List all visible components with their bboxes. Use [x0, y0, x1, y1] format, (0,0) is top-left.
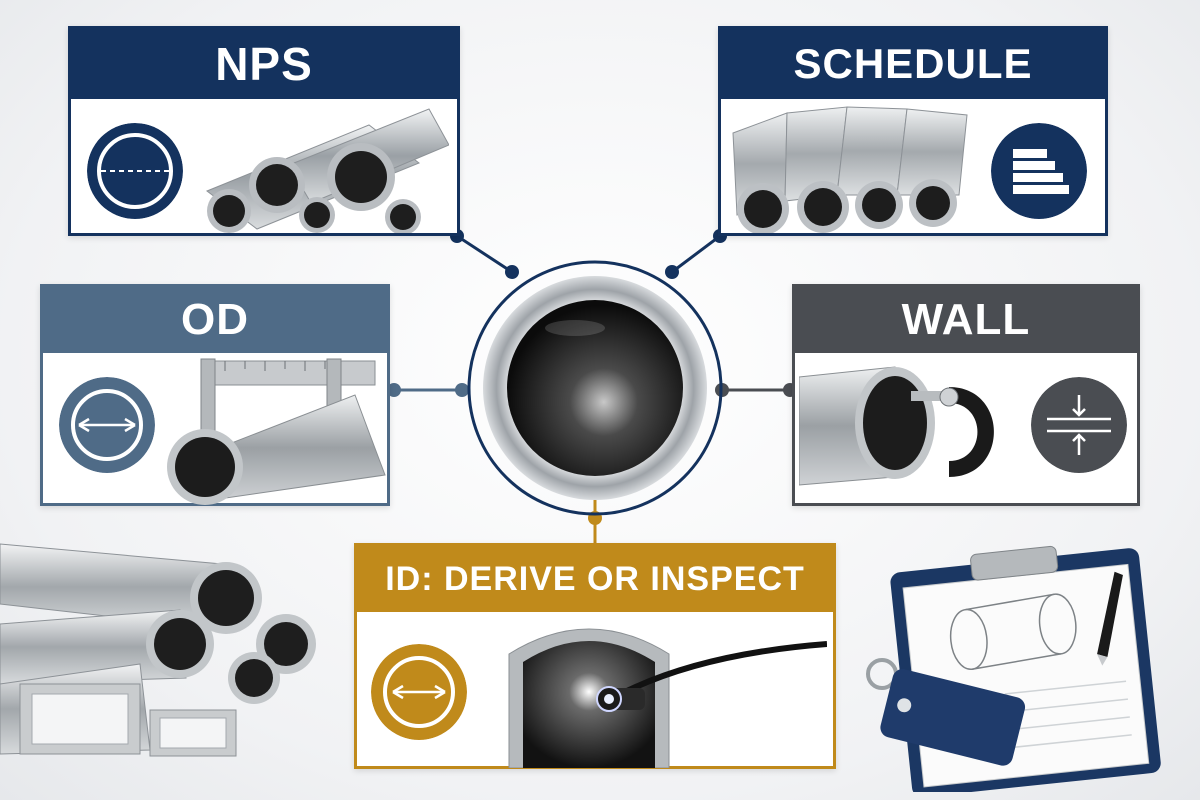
card-id-header: ID: DERIVE OR INSPECT	[357, 546, 833, 612]
pipe-cross-section-icon	[467, 260, 723, 516]
nps-pipes-image	[205, 108, 449, 233]
wall-thickness-icon	[1031, 377, 1127, 473]
card-wall-header: WALL	[795, 287, 1137, 353]
od-caliper-image	[167, 358, 386, 505]
wall-micrometer-image	[799, 366, 994, 486]
node-od-1	[387, 383, 401, 397]
card-wall-title: WALL	[901, 295, 1031, 344]
card-od-header: OD	[43, 287, 387, 353]
stacked-bars-icon	[991, 123, 1087, 219]
card-od-title: OD	[181, 295, 249, 344]
card-nps: NPS	[68, 26, 460, 236]
card-wall: WALL	[792, 284, 1140, 506]
node-schedule-2	[665, 265, 679, 279]
card-id-title: ID: DERIVE OR INSPECT	[385, 559, 805, 598]
diameter-line-icon	[87, 123, 183, 219]
outer-diameter-arrows-icon	[59, 377, 155, 473]
clipboard-with-tag-image	[866, 545, 1161, 792]
id-borescope-image	[508, 628, 827, 768]
schedule-pipes-image	[732, 106, 968, 233]
card-nps-title: NPS	[215, 38, 313, 90]
card-schedule-title: SCHEDULE	[793, 40, 1033, 87]
inner-diameter-arrows-icon	[371, 644, 467, 740]
pipe-stack-image	[0, 543, 316, 757]
card-od: OD	[40, 284, 390, 506]
card-schedule: SCHEDULE	[718, 26, 1108, 236]
node-od-2	[455, 383, 469, 397]
card-schedule-header: SCHEDULE	[721, 29, 1105, 99]
node-nps-2	[505, 265, 519, 279]
card-id: ID: DERIVE OR INSPECT	[354, 543, 836, 769]
card-nps-header: NPS	[71, 29, 457, 99]
